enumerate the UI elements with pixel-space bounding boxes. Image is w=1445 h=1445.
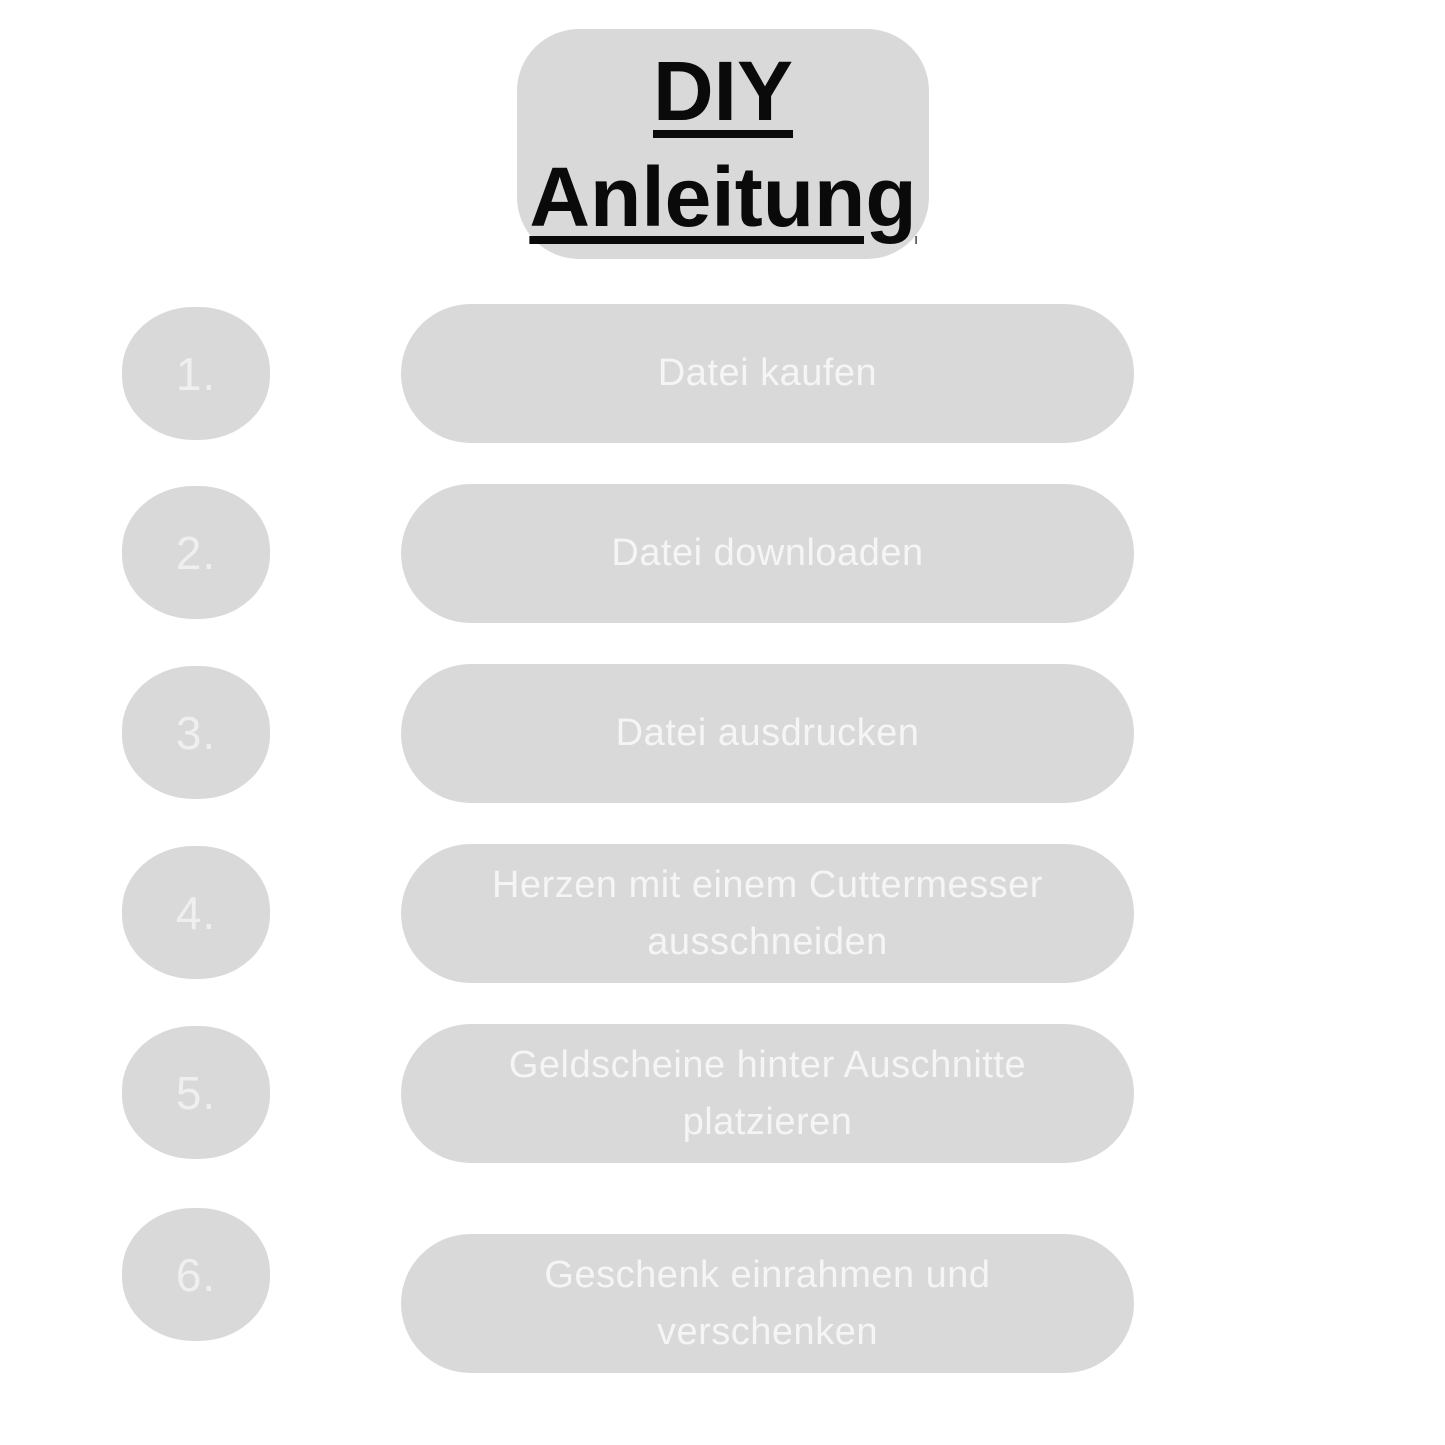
step-3-number-badge: 3. (122, 666, 270, 799)
step-1-pill: Datei kaufen (401, 304, 1134, 443)
step-2-number-badge: 2. (122, 486, 270, 619)
step-5-pill: Geldscheine hinter Auschnitte platzieren (401, 1024, 1134, 1163)
step-5-label: Geldscheine hinter Auschnitte platzieren (508, 1043, 1027, 1143)
title-line-1: DIY (652, 43, 794, 138)
step-4-number: 4. (175, 886, 217, 939)
title-line-2: Anleitung (529, 150, 917, 244)
step-2-number: 2. (175, 526, 217, 579)
step-2-pill: Datei downloaden (401, 484, 1134, 623)
step-5-number: 5. (175, 1066, 217, 1119)
step-1-label: Datei kaufen (657, 352, 878, 394)
step-3-label: Datei ausdrucken (615, 712, 920, 754)
step-6-pill: Geschenk einrahmen und verschenken (401, 1234, 1134, 1373)
step-3-number: 3. (175, 706, 217, 759)
step-6-number: 6. (175, 1248, 217, 1301)
step-5-number-badge: 5. (122, 1026, 270, 1159)
step-1-number: 1. (175, 347, 217, 400)
step-4-number-badge: 4. (122, 846, 270, 979)
step-4-label: Herzen mit einem Cuttermesser ausschneid… (492, 863, 1043, 963)
step-2-label: Datei downloaden (611, 532, 924, 574)
step-4-pill: Herzen mit einem Cuttermesser ausschneid… (401, 844, 1134, 983)
step-6-label: Geschenk einrahmen und verschenken (544, 1253, 991, 1353)
title-card: DIY Anleitung (517, 29, 929, 259)
step-6-number-badge: 6. (122, 1208, 270, 1341)
step-1-number-badge: 1. (122, 307, 270, 440)
step-3-pill: Datei ausdrucken (401, 664, 1134, 803)
